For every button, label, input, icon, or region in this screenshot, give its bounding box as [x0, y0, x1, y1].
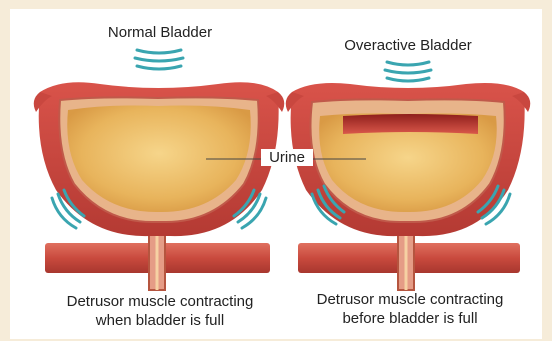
normal-bladder-caption: Detrusor muscle contracting when bladder…: [25, 292, 295, 330]
contraction-waves-top: [385, 62, 431, 81]
overactive-bladder-title: Overactive Bladder: [318, 37, 498, 54]
overactive-caption-line-1: Detrusor muscle contracting: [282, 290, 538, 309]
normal-caption-line-2: when bladder is full: [25, 311, 295, 330]
contraction-waves-top: [135, 50, 183, 69]
detrusor-contraction-band: [343, 114, 478, 134]
normal-caption-line-1: Detrusor muscle contracting: [25, 292, 295, 311]
overactive-bladder-caption: Detrusor muscle contracting before bladd…: [282, 290, 538, 328]
overactive-caption-line-2: before bladder is full: [282, 309, 538, 328]
urine-label: Urine: [261, 149, 313, 166]
normal-bladder-title: Normal Bladder: [80, 24, 240, 41]
normal-bladder: [34, 50, 285, 290]
overactive-bladder: [286, 62, 531, 290]
